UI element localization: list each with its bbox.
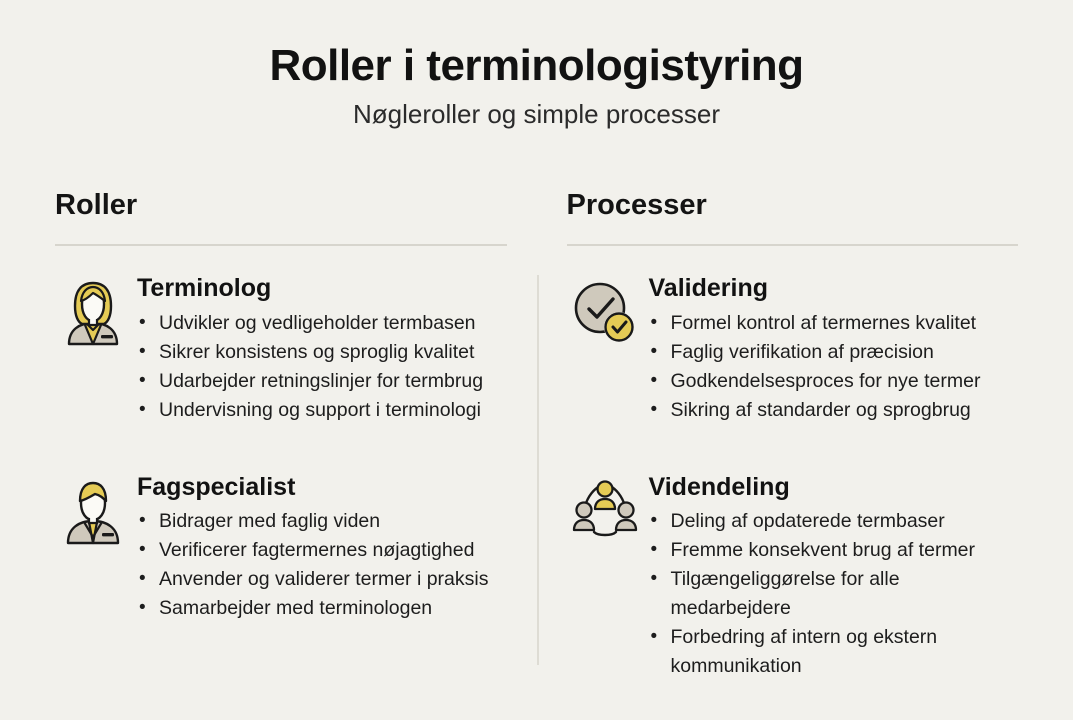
female-professional-icon: [55, 274, 131, 346]
entry-bullets: Formel kontrol af termernes kvalitet Fag…: [649, 308, 1019, 425]
people-network-icon: [567, 473, 643, 541]
column-processer: Processer Validering Formel kontrol af t…: [566, 189, 1019, 682]
list-item: Sikrer konsistens og sproglig kvalitet: [137, 337, 507, 367]
list-item: Udvikler og vedligeholder termbasen: [137, 308, 507, 338]
male-professional-icon: [55, 473, 131, 545]
entry-fagspecialist: Fagspecialist Bidrager med faglig viden …: [55, 473, 507, 624]
entry-body: Validering Formel kontrol af termernes k…: [643, 274, 1019, 425]
list-item: Samarbejder med terminologen: [137, 593, 507, 623]
list-item: Bidrager med faglig viden: [137, 506, 507, 536]
column-heading-roller: Roller: [55, 189, 138, 221]
list-item: Faglig verifikation af præcision: [649, 337, 1019, 367]
entry-bullets: Bidrager med faglig viden Verificerer fa…: [137, 506, 507, 623]
column-rule-processer: [566, 243, 1018, 246]
list-item: Godkendelsesproces for nye termer: [649, 366, 1019, 396]
list-item: Fremme konsekvent brug af termer: [649, 535, 1019, 565]
list-item: Deling af opdaterede termbaser: [649, 506, 1019, 536]
page-title: Roller i terminologistyring: [269, 41, 804, 90]
entry-validering: Validering Formel kontrol af termernes k…: [567, 274, 1019, 425]
entry-body: Terminolog Udvikler og vedligeholder ter…: [131, 274, 507, 425]
list-item: Verificerer fagtermernes nøjagtighed: [137, 535, 507, 565]
page-subtitle: Nøgleroller og simple processer: [352, 98, 721, 129]
column-roller: Roller: [55, 189, 507, 681]
column-rule-roller: [55, 243, 507, 246]
entry-title: Fagspecialist: [137, 472, 296, 501]
column-heading-processer: Processer: [566, 189, 707, 221]
double-checkmark-icon: [567, 274, 643, 346]
list-item: Undervisning og support i terminologi: [137, 395, 507, 425]
entry-bullets: Udvikler og vedligeholder termbasen Sikr…: [137, 308, 507, 425]
list-item: Anvender og validerer termer i praksis: [137, 564, 507, 594]
content-columns: Roller: [0, 189, 1073, 682]
entry-title: Videndeling: [648, 472, 790, 501]
column-divider: [537, 275, 539, 665]
entry-title: Terminolog: [137, 273, 272, 302]
entry-body: Fagspecialist Bidrager med faglig viden …: [131, 473, 507, 624]
entry-title: Validering: [648, 273, 768, 302]
page-header: Roller i terminologistyring Nøgleroller …: [0, 0, 1073, 128]
list-item: Forbedring af intern og ekstern kommunik…: [649, 622, 1019, 681]
list-item: Tilgængeliggørelse for alle medarbejdere: [649, 564, 1019, 623]
entry-terminolog: Terminolog Udvikler og vedligeholder ter…: [55, 274, 507, 425]
list-item: Sikring af standarder og sprogbrug: [649, 395, 1019, 425]
entry-videndeling: Videndeling Deling af opdaterede termbas…: [567, 473, 1019, 682]
list-item: Udarbejder retningslinjer for termbrug: [137, 366, 507, 396]
list-item: Formel kontrol af termernes kvalitet: [649, 308, 1019, 338]
entry-body: Videndeling Deling af opdaterede termbas…: [643, 473, 1019, 682]
entry-bullets: Deling af opdaterede termbaser Fremme ko…: [649, 506, 1019, 681]
